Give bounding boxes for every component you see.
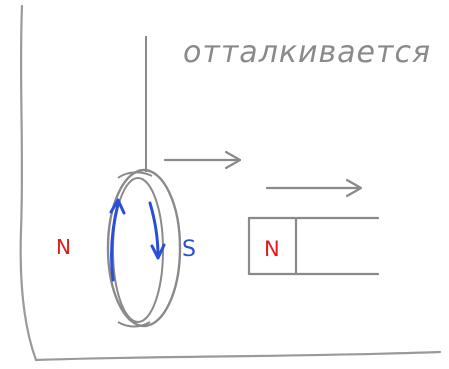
induced-current-down-arrow: [148, 201, 166, 260]
metal-ring: [106, 168, 182, 328]
induced-current-up-arrow: [109, 198, 126, 282]
ring-motion-arrow: [163, 150, 242, 170]
caption-text: отталкивается: [183, 35, 431, 70]
ring-pole-north-label: N: [56, 235, 71, 259]
frame-bottom-border: [34, 350, 442, 362]
ring-pole-south-label: S: [182, 237, 196, 262]
frame-left-border: [19, 4, 38, 362]
magnet-pole-north-label: N: [264, 237, 280, 261]
magnet-motion-arrow: [265, 178, 363, 198]
bar-magnet: [247, 216, 380, 276]
